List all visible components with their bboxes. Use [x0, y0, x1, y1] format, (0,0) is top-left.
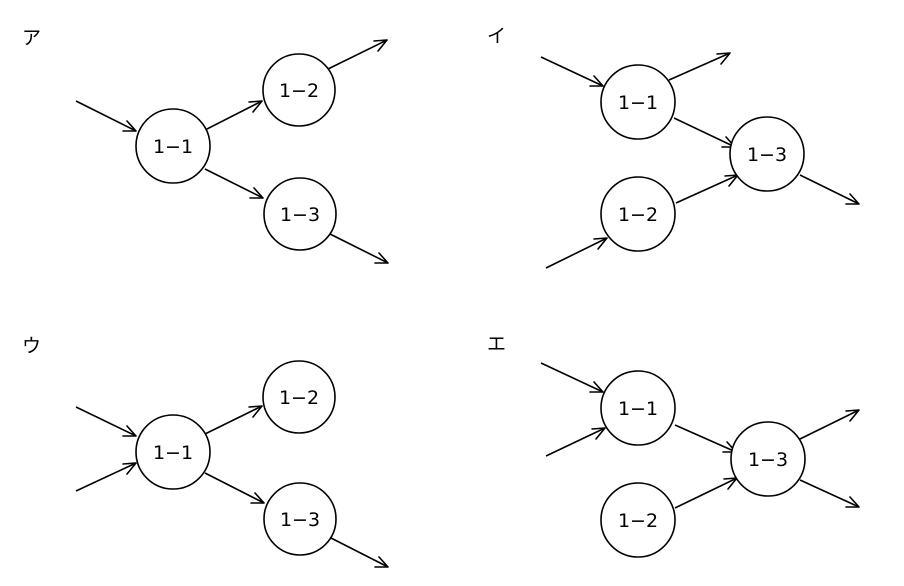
- panel-u-edge-1-3-out: [330, 537, 389, 568]
- panel-e-node-1-1: 1−1: [600, 370, 676, 446]
- panel-u-arrowhead-1-1-1-3: [250, 492, 265, 504]
- panel-i: イ 1−1 1−2 1−3: [487, 25, 860, 269]
- panel-u-node-1-1: 1−1: [135, 414, 211, 490]
- node-label: 1−3: [280, 204, 320, 226]
- panel-a-node-1-1: 1−1: [135, 108, 211, 184]
- panel-i-edge-in-1-1: [540, 56, 604, 87]
- node-circle: [263, 482, 337, 556]
- node-circle: [135, 414, 211, 490]
- panel-e-arrowhead-1-3-out-upper: [845, 409, 860, 422]
- panel-a-arrowhead-1-2-out: [373, 39, 388, 52]
- panel-a-edge-1-1-1-3: [204, 168, 264, 199]
- panel-e-arrowhead-in-1-1-upper: [589, 381, 604, 393]
- node-label: 1−1: [618, 398, 658, 420]
- panel-i-arrowhead-in-1-1: [589, 75, 604, 87]
- panel-u-node-1-2: 1−2: [262, 360, 336, 434]
- panel-u-arrowhead-1-1-1-2: [248, 405, 263, 418]
- panel-e-edge-1-3-out-lower: [799, 479, 860, 508]
- panel-e-node-1-3: 1−3: [730, 421, 806, 497]
- panel-e-edge-in-1-1-upper: [540, 362, 604, 393]
- panel-u-arrowhead-in-1-1-lower: [122, 462, 137, 475]
- node-label: 1−1: [618, 92, 658, 114]
- panel-i-node-1-3: 1−3: [729, 116, 805, 192]
- panel-a: ア 1−1 1−2 1−3: [22, 27, 389, 264]
- node-circle: [600, 64, 676, 140]
- node-circle: [600, 370, 676, 446]
- panel-u-label: ウ: [22, 335, 41, 357]
- panel-e-node-1-2: 1−2: [600, 482, 676, 558]
- panel-e-arrowhead-in-1-1-lower: [591, 427, 606, 440]
- panel-a-arrowhead-in-1-1: [122, 120, 137, 132]
- panel-a-arrowhead-1-3-out: [374, 252, 389, 264]
- node-label: 1−2: [279, 80, 319, 102]
- panel-a-arrowhead-1-1-1-2: [248, 100, 263, 113]
- node-label: 1−2: [618, 510, 658, 532]
- panel-a-node-1-3: 1−3: [263, 177, 337, 251]
- panel-a-edge-1-3-out: [329, 233, 389, 264]
- panel-e-edge-1-2-1-3: [674, 477, 738, 509]
- panel-e-edge-1-1-1-3: [674, 424, 737, 453]
- node-circle: [262, 53, 336, 127]
- node-circle: [730, 421, 806, 497]
- node-circle: [729, 116, 805, 192]
- panel-i-node-1-2: 1−2: [600, 176, 676, 252]
- panel-u-edge-1-1-1-3: [204, 472, 265, 504]
- panel-a-edge-in-1-1: [75, 100, 137, 132]
- panel-e: エ 1−1 1−2 1−3: [487, 333, 860, 558]
- panel-i-edge-1-2-1-3: [675, 174, 739, 204]
- panel-a-edge-1-1-1-2: [204, 100, 263, 131]
- panel-u-arrowhead-1-3-out: [374, 556, 389, 568]
- node-label: 1−3: [747, 144, 787, 166]
- panel-i-edge-1-1-out: [668, 52, 731, 81]
- panel-i-arrowhead-1-1-out: [716, 52, 731, 65]
- panel-i-edge-1-1-1-3: [673, 117, 736, 148]
- node-circle: [600, 482, 676, 558]
- panel-a-arrowhead-1-1-1-3: [249, 187, 264, 199]
- panel-a-label: ア: [22, 27, 41, 49]
- panel-i-edge-in-1-2: [545, 237, 608, 269]
- node-label: 1−3: [748, 449, 788, 471]
- panel-i-arrowhead-in-1-2: [593, 237, 608, 250]
- node-label: 1−2: [618, 204, 658, 226]
- node-circle: [263, 177, 337, 251]
- node-label: 1−1: [153, 442, 193, 464]
- panel-i-node-1-1: 1−1: [600, 64, 676, 140]
- panel-u-edge-1-1-1-2: [204, 405, 263, 435]
- panel-a-edge-1-2-out: [327, 39, 388, 70]
- node-label: 1−2: [279, 387, 319, 409]
- panel-e-label: エ: [487, 333, 506, 355]
- panel-i-label: イ: [487, 25, 506, 47]
- node-circle: [600, 176, 676, 252]
- node-circle: [262, 360, 336, 434]
- panel-u-edge-in-1-1-lower: [75, 462, 137, 492]
- panel-i-arrowhead-1-3-out: [845, 193, 860, 205]
- panel-u-node-1-3: 1−3: [263, 482, 337, 556]
- node-label: 1−3: [280, 509, 320, 531]
- panel-e-arrowhead-1-3-out-lower: [845, 496, 860, 508]
- panel-u: ウ 1−1 1−2 1−3: [22, 335, 389, 568]
- panel-e-edge-in-1-1-lower: [545, 427, 606, 457]
- panel-e-edge-1-3-out-upper: [799, 409, 860, 440]
- node-label: 1−1: [153, 136, 193, 158]
- panel-u-edge-in-1-1-upper: [75, 406, 137, 437]
- panel-i-edge-1-3-out: [799, 174, 860, 205]
- panel-a-node-1-2: 1−2: [262, 53, 336, 127]
- panel-u-arrowhead-in-1-1-upper: [122, 425, 137, 437]
- node-circle: [135, 108, 211, 184]
